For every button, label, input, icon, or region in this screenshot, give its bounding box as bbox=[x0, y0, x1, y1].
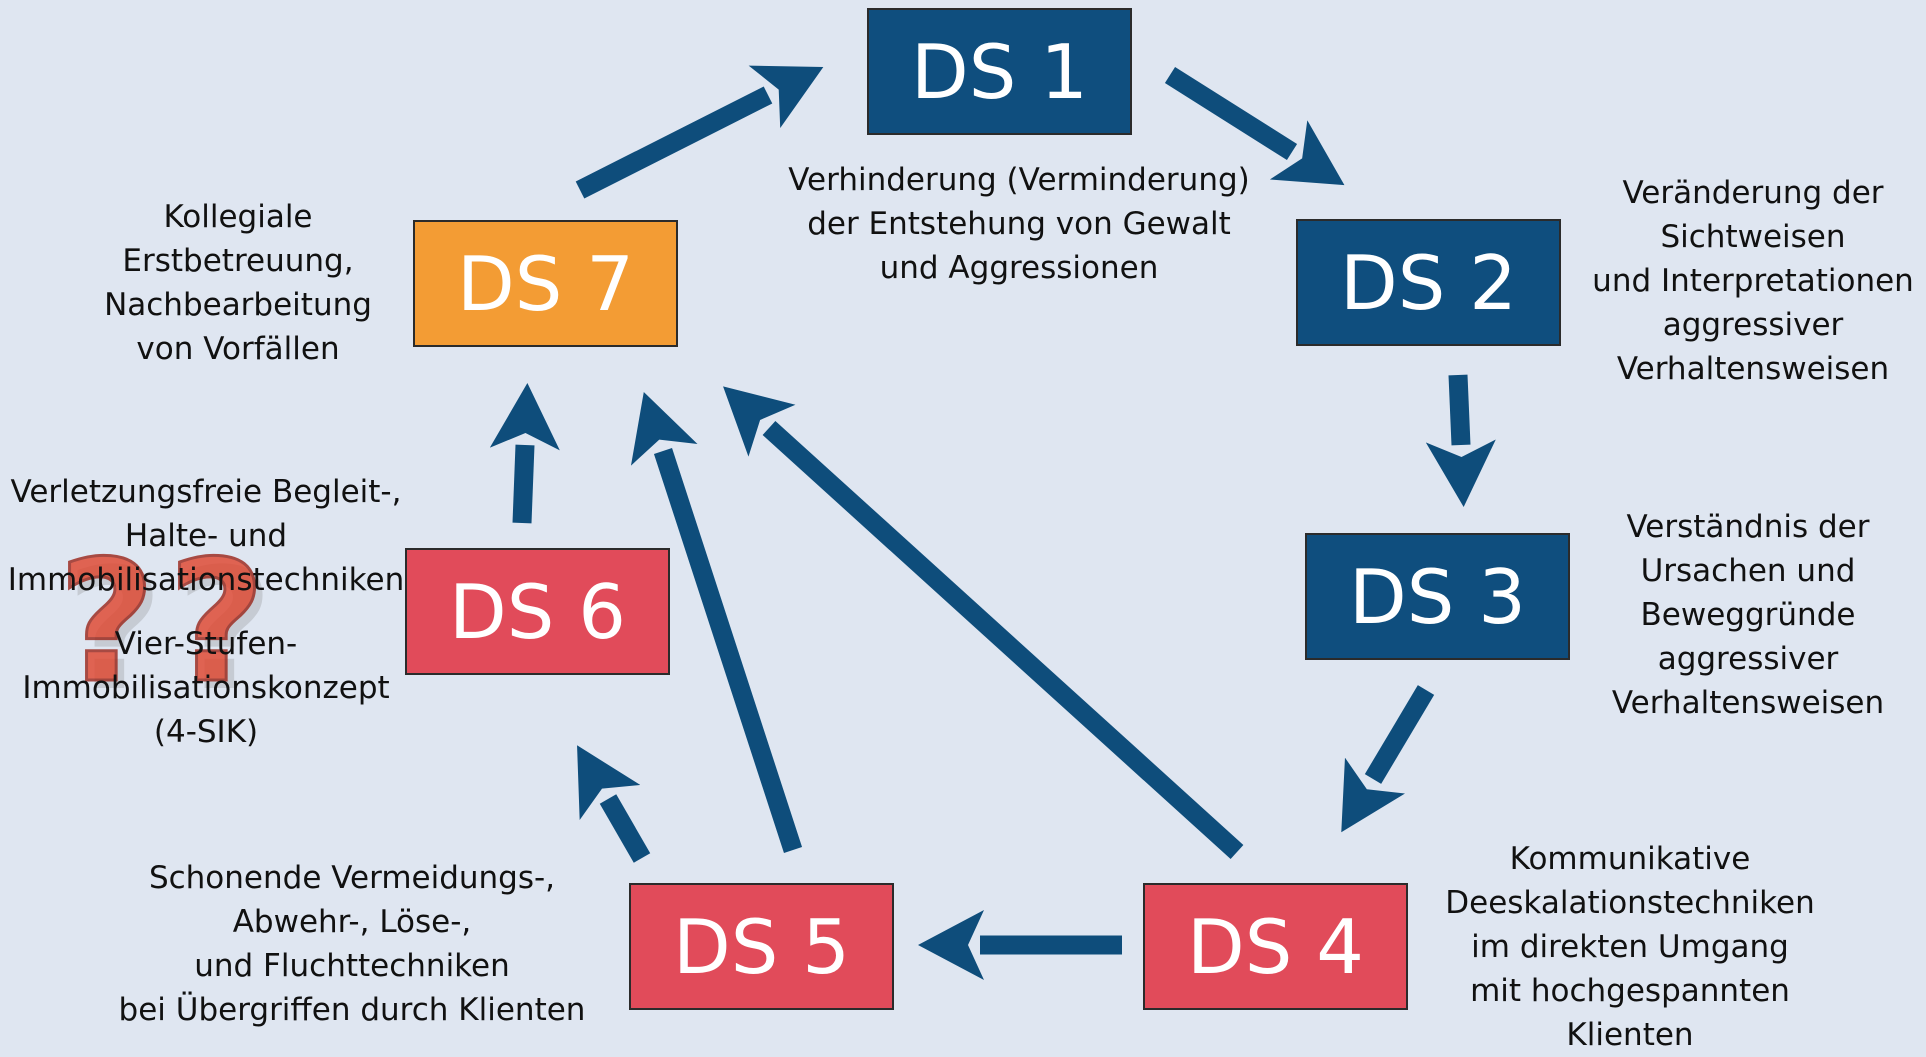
ds6-description-line: Immobilisationskonzept bbox=[22, 670, 390, 706]
ds6-description-spacer bbox=[0, 602, 412, 622]
ds4-description-line: Klienten bbox=[1566, 1017, 1694, 1053]
arrow-ds3-to-ds4 bbox=[1341, 685, 1435, 833]
arrow-ds7-to-ds1 bbox=[575, 65, 824, 199]
ds5-box: DS 5 bbox=[629, 883, 894, 1010]
ds6-description-line: Immobilisationstechniken bbox=[7, 562, 405, 598]
ds1-description: Verhinderung (Verminderung) der Entstehu… bbox=[764, 158, 1274, 290]
ds4-description-line: Deeskalationstechniken bbox=[1445, 885, 1815, 921]
ds7-description-line: von Vorfällen bbox=[136, 331, 340, 367]
ds5-description: Schonende Vermeidungs-, Abwehr-, Löse-, … bbox=[112, 856, 592, 1032]
ds7-description-line: Kollegiale bbox=[163, 199, 313, 235]
ds6-box: DS 6 bbox=[405, 548, 670, 675]
ds6-description-line: Vier-Stufen- bbox=[114, 626, 298, 662]
ds7-description-line: Erstbetreuung, bbox=[122, 243, 354, 279]
ds7-box: DS 7 bbox=[413, 220, 678, 347]
ds1-description-line: der Entstehung von Gewalt bbox=[807, 206, 1231, 242]
ds3-description-line: Verständnis der bbox=[1626, 509, 1870, 545]
ds2-description-line: Sichtweisen bbox=[1660, 219, 1846, 255]
arrow-ds4-to-ds7 bbox=[723, 386, 1244, 860]
svg-text:?: ? bbox=[58, 530, 155, 700]
ds3-description-line: Verhaltensweisen bbox=[1611, 685, 1885, 721]
ds4-description-line: Kommunikative bbox=[1509, 841, 1751, 877]
ds2-description-line: Verhaltensweisen bbox=[1616, 351, 1890, 387]
ds7-description: Kollegiale Erstbetreuung, Nachbearbeitun… bbox=[88, 195, 388, 371]
ds2-box: DS 2 bbox=[1296, 219, 1561, 346]
ds1-description-line: und Aggressionen bbox=[879, 250, 1159, 286]
ds2-description: Veränderung der Sichtweisen und Interpre… bbox=[1580, 171, 1926, 391]
ds4-box: DS 4 bbox=[1143, 883, 1408, 1010]
svg-text:?: ? bbox=[176, 532, 273, 700]
ds3-description-line: Ursachen und bbox=[1640, 553, 1856, 589]
ds4-description-line: mit hochgespannten bbox=[1470, 973, 1790, 1009]
ds5-description-line: Abwehr-, Löse-, bbox=[232, 904, 472, 940]
ds3-description-line: Beweggründe bbox=[1640, 597, 1856, 633]
arrow-ds2-to-ds3 bbox=[1425, 374, 1496, 507]
ds2-description-line: aggressiver bbox=[1662, 307, 1844, 343]
ds6-description: Verletzungsfreie Begleit-, Halte- und Im… bbox=[0, 470, 412, 754]
svg-text:?: ? bbox=[168, 530, 265, 700]
ds7-description-line: Nachbearbeitung bbox=[104, 287, 372, 323]
arrow-ds6-to-ds7 bbox=[489, 383, 560, 524]
ds1-description-line: Verhinderung (Verminderung) bbox=[788, 162, 1250, 198]
ds2-description-line: und Interpretationen bbox=[1592, 263, 1914, 299]
arrow-ds5-to-ds7 bbox=[630, 392, 803, 853]
ds6-description-line: Halte- und bbox=[124, 518, 288, 554]
ds4-description: Kommunikative Deeskalationstechniken im … bbox=[1430, 837, 1830, 1057]
ds4-description-line: im direkten Umgang bbox=[1471, 929, 1789, 965]
ds5-description-line: Schonende Vermeidungs-, bbox=[148, 860, 556, 896]
arrow-ds1-to-ds2 bbox=[1164, 66, 1345, 186]
ds5-description-line: bei Übergriffen durch Klienten bbox=[118, 992, 586, 1028]
svg-text:?: ? bbox=[66, 532, 163, 700]
ds3-box: DS 3 bbox=[1305, 533, 1570, 660]
ds3-description-line: aggressiver bbox=[1657, 641, 1839, 677]
ds6-description-line: Verletzungsfreie Begleit-, bbox=[10, 474, 402, 510]
ds5-description-line: und Fluchttechniken bbox=[194, 948, 510, 984]
ds2-description-line: Veränderung der bbox=[1622, 175, 1884, 211]
question-marks-icon: ? ? ? ? bbox=[58, 530, 273, 700]
ds3-description: Verständnis der Ursachen und Beweggründe… bbox=[1588, 505, 1908, 725]
arrow-ds5-to-ds6 bbox=[577, 745, 651, 863]
ds6-description-line: (4-SIK) bbox=[153, 714, 259, 750]
ds1-box: DS 1 bbox=[867, 8, 1132, 135]
